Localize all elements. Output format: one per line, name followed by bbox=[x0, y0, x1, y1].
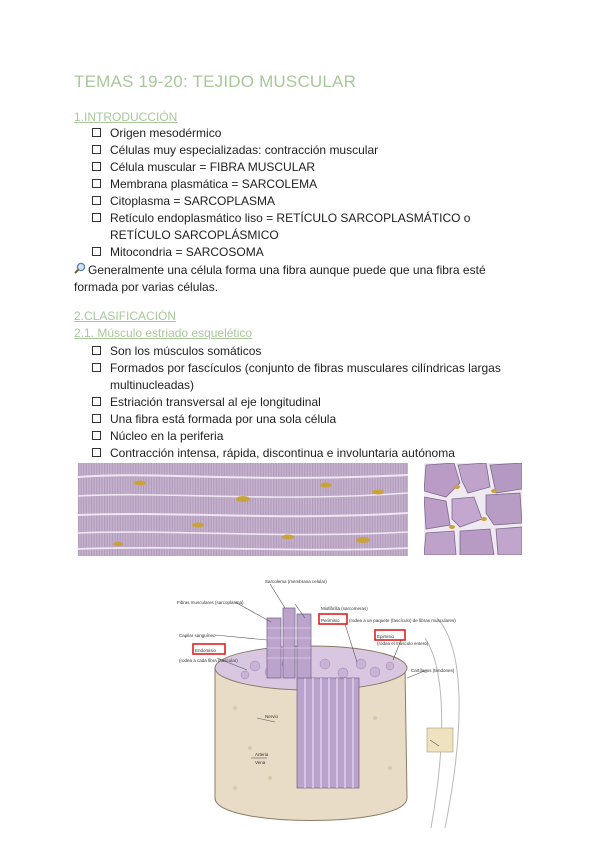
micrograph-longitudinal bbox=[78, 463, 408, 556]
list-item: Origen mesodérmico bbox=[92, 125, 502, 142]
magnifier-icon bbox=[74, 262, 88, 279]
diagram-label: Sarcolema (membrana celular) bbox=[265, 579, 327, 584]
list-item: Estriación transversal al eje longitudin… bbox=[92, 394, 517, 411]
list-item: Células muy especializadas: contracción … bbox=[92, 142, 502, 159]
checkbox-icon[interactable] bbox=[92, 128, 101, 137]
checkbox-icon[interactable] bbox=[92, 414, 101, 423]
diagram-label: Epimisio bbox=[377, 634, 395, 639]
list-item: Formados por fascículos (conjunto de fib… bbox=[92, 360, 517, 394]
diagram-label: (rodea el músculo entero) bbox=[377, 641, 429, 646]
checkbox-icon[interactable] bbox=[92, 431, 101, 440]
diagram-label: Capilar sanguíneo bbox=[179, 633, 216, 638]
checkbox-icon[interactable] bbox=[92, 247, 101, 256]
list-item: Membrana plasmática = SARCOLEMA bbox=[92, 176, 502, 193]
muscle-structure-diagram: Sarcolema (membrana celular) Fibras musc… bbox=[175, 578, 475, 836]
diagram-label: Arteria bbox=[255, 752, 269, 757]
list-item: Retículo endoplasmático liso = RETÍCULO … bbox=[92, 210, 502, 244]
diagram-label: (rodea a un paquete (fascículo) de fibra… bbox=[349, 618, 456, 623]
diagram-label: Fibras musculares (sarcoplasma) bbox=[177, 600, 244, 605]
list-item: Célula muscular = FIBRA MUSCULAR bbox=[92, 159, 502, 176]
diagram-label: Vena bbox=[255, 760, 266, 765]
checkbox-icon[interactable] bbox=[92, 448, 101, 457]
micrograph-transversal bbox=[424, 463, 522, 555]
list-item: Núcleo en la periferia bbox=[92, 428, 517, 445]
list-item: Contracción intensa, rápida, discontinua… bbox=[92, 445, 517, 462]
checkbox-icon[interactable] bbox=[92, 346, 101, 355]
checkbox-icon[interactable] bbox=[92, 196, 101, 205]
list-item: Mitocondria = SARCOSOMA bbox=[92, 244, 502, 261]
diagram-label: Cartílagos (tendones) bbox=[411, 668, 455, 673]
checkbox-icon[interactable] bbox=[92, 145, 101, 154]
checkbox-icon[interactable] bbox=[92, 162, 101, 171]
checkbox-icon[interactable] bbox=[92, 179, 101, 188]
intro-list: Origen mesodérmico Células muy especiali… bbox=[92, 125, 502, 261]
checkbox-icon[interactable] bbox=[92, 397, 101, 406]
list-item: Son los músculos somáticos bbox=[92, 343, 517, 360]
diagram-label: Perimisio bbox=[321, 618, 340, 623]
diagram-label: Nervio bbox=[265, 714, 279, 719]
list-item: Una fibra está formada por una sola célu… bbox=[92, 411, 517, 428]
clasificacion-list: Son los músculos somáticos Formados por … bbox=[92, 343, 517, 462]
list-item: Citoplasma = SARCOPLASMA bbox=[92, 193, 502, 210]
page-title: TEMAS 19-20: TEJIDO MUSCULAR bbox=[74, 72, 357, 91]
diagram-label: (rodea a cada fibra muscular) bbox=[179, 658, 238, 663]
intro-note: Generalmente una célula forma una fibra … bbox=[74, 262, 486, 294]
clasificacion-subheading: 2.1. Músculo estriado esquelético bbox=[74, 326, 253, 340]
diagram-label: Miofibrilla (sarcomeras) bbox=[321, 606, 368, 611]
clasificacion-heading: 2.CLASIFICACIÓN bbox=[74, 309, 177, 323]
checkbox-icon[interactable] bbox=[92, 363, 101, 372]
checkbox-icon[interactable] bbox=[92, 213, 101, 222]
diagram-label: Endomisio bbox=[195, 648, 217, 653]
intro-heading: 1.INTRODUCCIÓN bbox=[74, 110, 178, 124]
